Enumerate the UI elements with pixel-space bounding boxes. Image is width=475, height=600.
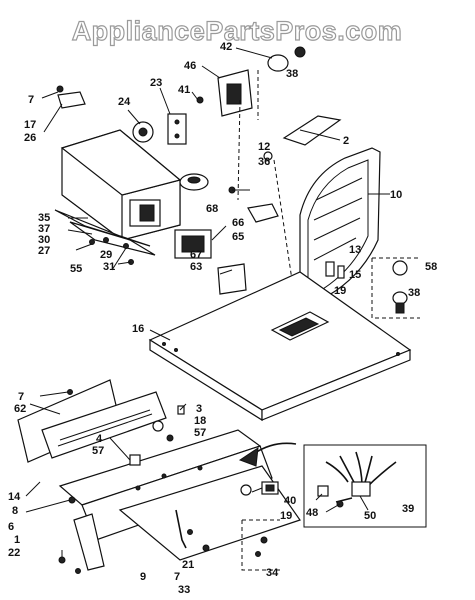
screw-41 (196, 96, 204, 104)
label-19-bottom: 19 (280, 510, 292, 522)
bracket-46 (217, 69, 253, 117)
label-40: 40 (284, 495, 296, 507)
label-65: 65 (232, 231, 244, 243)
label-17: 17 (24, 119, 36, 131)
label-16: 16 (132, 323, 144, 335)
heater-box (60, 129, 182, 241)
bracket-19-bottom (240, 484, 252, 496)
label-38-top: 38 (286, 68, 298, 80)
lock-group-58 (371, 257, 420, 319)
label-37: 37 (38, 223, 50, 235)
thermostat-23 (167, 113, 187, 145)
knob-38-top (267, 46, 306, 72)
label-31: 31 (103, 261, 115, 273)
callout-arrow (238, 442, 297, 467)
label-1: 1 (14, 534, 20, 546)
small-parts-bottom (68, 405, 185, 504)
label-55: 55 (70, 263, 82, 275)
top-panel-16 (148, 271, 412, 422)
label-62: 62 (14, 403, 26, 415)
label-19-top: 19 (334, 285, 346, 297)
bracket-66 (247, 203, 279, 223)
label-57-right: 57 (194, 427, 206, 439)
label-2: 2 (343, 135, 349, 147)
label-67: 67 (190, 249, 202, 261)
label-21: 21 (182, 559, 194, 571)
label-15: 15 (349, 269, 361, 281)
label-33: 33 (178, 584, 190, 596)
label-36: 36 (258, 156, 270, 168)
label-57-left: 57 (92, 445, 104, 457)
label-13: 13 (349, 244, 361, 256)
wiring-detail-inset (303, 444, 427, 528)
label-38-right: 38 (408, 287, 420, 299)
label-12: 12 (258, 141, 270, 153)
label-46: 46 (184, 60, 196, 72)
label-10: 10 (390, 189, 402, 201)
label-66: 66 (232, 217, 244, 229)
label-18: 18 (194, 415, 206, 427)
wire-21 (175, 509, 210, 552)
label-6: 6 (8, 521, 14, 533)
label-68: 68 (206, 203, 218, 215)
label-7-mid: 7 (18, 391, 24, 403)
label-26: 26 (24, 132, 36, 144)
label-35: 35 (38, 212, 50, 224)
label-24: 24 (118, 96, 131, 108)
label-63: 63 (190, 261, 202, 273)
part-number-labels: 7 17 26 24 23 41 46 42 38 2 12 36 10 68 … (8, 41, 437, 596)
leg-6-9 (58, 513, 105, 574)
label-9: 9 (140, 571, 146, 583)
label-42: 42 (220, 41, 232, 53)
label-23: 23 (150, 77, 162, 89)
label-4: 4 (96, 433, 103, 445)
watermark-text: AppliancePartsPros.com (72, 16, 403, 46)
label-7-bottom: 7 (174, 571, 180, 583)
label-39: 39 (402, 503, 414, 515)
clip-12 (263, 151, 273, 161)
label-50: 50 (364, 510, 376, 522)
label-7-top: 7 (28, 94, 34, 106)
label-14: 14 (8, 491, 21, 503)
leader-lines (25, 47, 390, 513)
label-58: 58 (425, 261, 437, 273)
label-48: 48 (306, 507, 318, 519)
element-65 (174, 229, 212, 259)
label-3: 3 (196, 403, 202, 415)
cover-63 (217, 263, 247, 295)
fuse-24 (132, 121, 154, 143)
heater-base-plate (54, 209, 156, 256)
label-22: 22 (8, 547, 20, 559)
lid-10 (299, 147, 381, 301)
label-8: 8 (12, 505, 18, 517)
control-bracket (41, 391, 167, 459)
screw-7-top (56, 85, 64, 93)
dashed-box-34 (241, 519, 280, 571)
panel-2 (282, 115, 342, 146)
label-27: 27 (38, 245, 50, 257)
hinge-13-15 (325, 261, 345, 279)
label-29: 29 (100, 249, 112, 261)
switch-40 (261, 481, 279, 495)
label-34: 34 (266, 567, 279, 579)
label-41: 41 (178, 84, 190, 96)
bracket-17 (57, 91, 86, 109)
label-30: 30 (38, 234, 50, 246)
switch-36 (179, 173, 209, 191)
